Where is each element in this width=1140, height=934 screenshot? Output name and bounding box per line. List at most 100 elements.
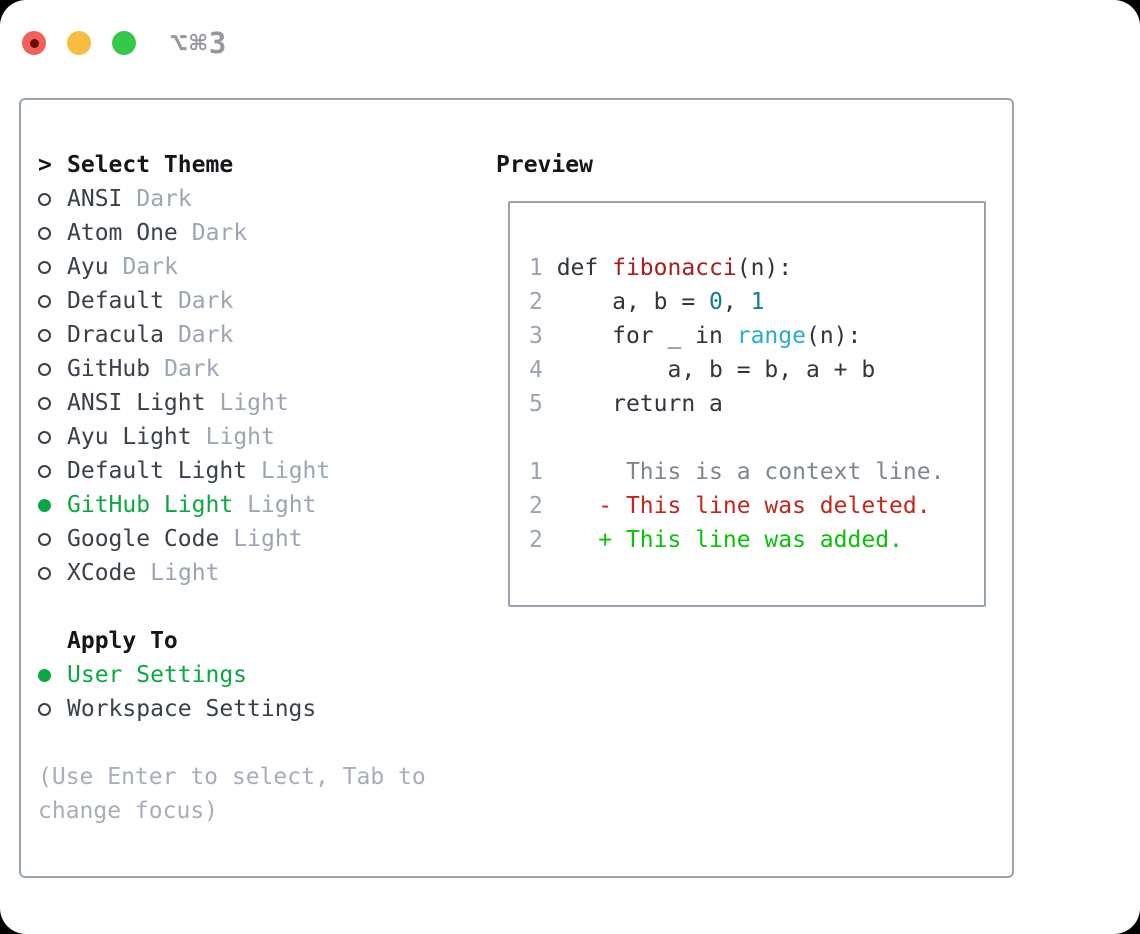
code-token: ,	[722, 289, 751, 315]
code-token: 3	[529, 323, 543, 349]
apply-to-header-row: Apply To	[38, 624, 468, 658]
theme-variant-label: Dark	[191, 220, 248, 246]
apply-to-option[interactable]: Workspace Settings	[38, 692, 468, 726]
theme-option[interactable]: Dracula Dark	[38, 318, 468, 352]
theme-selector: > Select Theme ANSI Dark Atom One Dark	[38, 148, 468, 828]
traffic-light-minimize-button[interactable]	[67, 31, 91, 55]
theme-variant-label: Dark	[122, 254, 178, 280]
code-token: 1	[529, 459, 543, 485]
radio-circle	[38, 430, 51, 444]
theme-option[interactable]: XCode Light	[38, 556, 468, 590]
radio-icon	[38, 430, 67, 444]
theme-option[interactable]: Atom One Dark	[38, 216, 468, 250]
theme-variant-label: Light	[247, 492, 317, 518]
apply-to-name: Workspace Settings	[67, 696, 317, 722]
code-token: 1	[750, 289, 765, 315]
radio-circle	[38, 362, 51, 376]
theme-option[interactable]: Default Light Light	[38, 454, 468, 488]
apply-to-options-list: User Settings Workspace Settings	[38, 658, 468, 726]
radio-circle	[38, 294, 51, 308]
theme-option[interactable]: Google Code Light	[38, 522, 468, 556]
section-spacer	[38, 590, 468, 624]
radio-icon	[38, 702, 67, 716]
radio-icon	[38, 192, 67, 206]
code-token: - This line was deleted.	[598, 493, 931, 519]
code-token: a, b =	[542, 289, 710, 315]
code-token: return a	[542, 391, 723, 417]
code-token	[543, 527, 598, 553]
code-line: 5 return a	[529, 387, 984, 421]
code-line: 2 - This line was deleted.	[529, 489, 984, 523]
radio-circle	[38, 226, 51, 240]
theme-option[interactable]: Ayu Light Light	[38, 420, 468, 454]
window-title-shortcut: ⌥⌘3	[170, 26, 229, 60]
code-token: 0	[709, 289, 723, 315]
radio-circle	[38, 498, 51, 512]
select-theme-header-row: > Select Theme	[38, 148, 468, 182]
radio-icon	[38, 396, 67, 410]
radio-circle	[38, 396, 51, 410]
theme-name: Dracula	[67, 322, 164, 348]
theme-option[interactable]: GitHub Light Light	[38, 488, 468, 522]
radio-icon	[38, 532, 67, 546]
theme-option[interactable]: Default Dark	[38, 284, 468, 318]
theme-name: Ayu Light	[67, 424, 192, 450]
theme-name: Default Light	[67, 458, 248, 484]
code-token: a, b = b, a + b	[542, 357, 876, 383]
theme-name: GitHub	[67, 356, 151, 382]
theme-option[interactable]: Ayu Dark	[38, 250, 468, 284]
theme-name: Default	[67, 288, 164, 314]
code-line: 1 def fibonacci(n):	[529, 251, 984, 285]
code-token: 4	[529, 357, 543, 383]
code-token: range	[736, 323, 806, 349]
theme-variant-label: Dark	[177, 288, 234, 314]
radio-icon	[38, 464, 67, 478]
radio-icon	[38, 226, 67, 240]
theme-options-list: ANSI Dark Atom One Dark Ayu Dark	[38, 182, 468, 590]
code-line: 2 + This line was added.	[529, 523, 984, 557]
apply-to-name: User Settings	[67, 662, 248, 688]
section-spacer	[38, 726, 468, 760]
select-theme-title: Select Theme	[67, 152, 234, 178]
radio-circle	[38, 328, 51, 342]
theme-variant-label: Light	[205, 424, 275, 450]
radio-icon	[38, 294, 67, 308]
radio-circle	[38, 260, 51, 274]
theme-variant-label: Light	[150, 560, 220, 586]
code-token: 2	[529, 289, 543, 315]
code-token: (n):	[736, 255, 793, 281]
theme-option[interactable]: ANSI Dark	[38, 182, 468, 216]
radio-icon	[38, 566, 67, 580]
radio-circle	[38, 532, 51, 546]
radio-icon	[38, 498, 67, 512]
theme-variant-label: Dark	[164, 356, 220, 382]
traffic-light-zoom-button[interactable]	[112, 31, 136, 55]
theme-variant-label: Dark	[177, 322, 234, 348]
code-token: 2	[529, 527, 543, 553]
apply-to-title: Apply To	[67, 628, 178, 654]
theme-variant-label: Light	[219, 390, 289, 416]
code-token: (n):	[805, 323, 862, 349]
code-token: This is a context line.	[542, 459, 945, 485]
radio-icon	[38, 362, 67, 376]
code-line: 4 a, b = b, a + b	[529, 353, 984, 387]
hint-text: (Use Enter to select, Tab to change focu…	[38, 764, 426, 824]
traffic-light-close-button[interactable]	[22, 31, 46, 55]
apply-to-option[interactable]: User Settings	[38, 658, 468, 692]
theme-name: GitHub Light	[67, 492, 234, 518]
radio-icon	[38, 668, 67, 682]
theme-variant-label: Dark	[136, 186, 192, 212]
theme-option[interactable]: GitHub Dark	[38, 352, 468, 386]
theme-picker-panel: > Select Theme ANSI Dark Atom One Dark	[19, 98, 1014, 878]
preview-title: Preview	[496, 152, 593, 178]
selection-caret-icon: >	[38, 152, 52, 178]
radio-circle	[38, 192, 51, 206]
theme-option[interactable]: ANSI Light Light	[38, 386, 468, 420]
radio-circle	[38, 668, 51, 682]
code-line	[529, 421, 984, 455]
radio-icon	[38, 328, 67, 342]
theme-name: Atom One	[67, 220, 178, 246]
